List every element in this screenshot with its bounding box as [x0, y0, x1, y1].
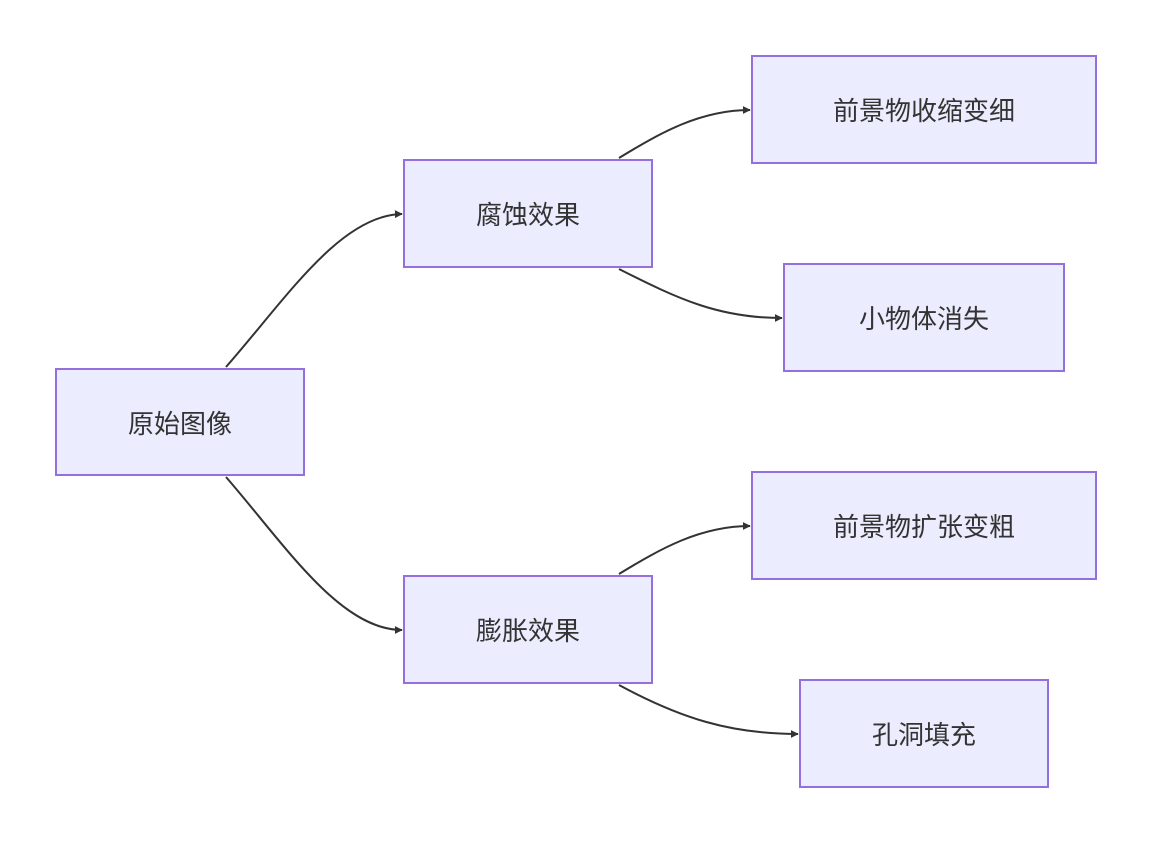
node-small-objects-vanish: 小物体消失 — [783, 263, 1065, 372]
edge-erosion-to-vanish — [618, 268, 783, 322]
edge-dilation-to-holefill — [618, 684, 799, 738]
node-label: 腐蚀效果 — [475, 201, 580, 231]
node-foreground-expand: 前景物扩张变粗 — [751, 471, 1097, 580]
node-original-image: 原始图像 — [55, 368, 305, 476]
edge-root-to-dilation — [225, 476, 403, 634]
node-label: 小物体消失 — [858, 305, 989, 335]
node-hole-filling: 孔洞填充 — [799, 679, 1049, 788]
node-label: 孔洞填充 — [871, 721, 976, 751]
node-label: 膨胀效果 — [475, 617, 580, 647]
edge-dilation-to-thicken — [618, 522, 751, 575]
node-label: 前景物收缩变细 — [832, 97, 1015, 127]
node-label: 原始图像 — [127, 409, 232, 440]
node-label: 前景物扩张变粗 — [832, 513, 1015, 543]
node-foreground-shrink: 前景物收缩变细 — [751, 55, 1097, 164]
node-dilation: 膨胀效果 — [403, 575, 653, 684]
edge-root-to-erosion — [225, 210, 403, 368]
node-erosion: 腐蚀效果 — [403, 159, 653, 268]
edge-erosion-to-shrink — [618, 106, 751, 159]
